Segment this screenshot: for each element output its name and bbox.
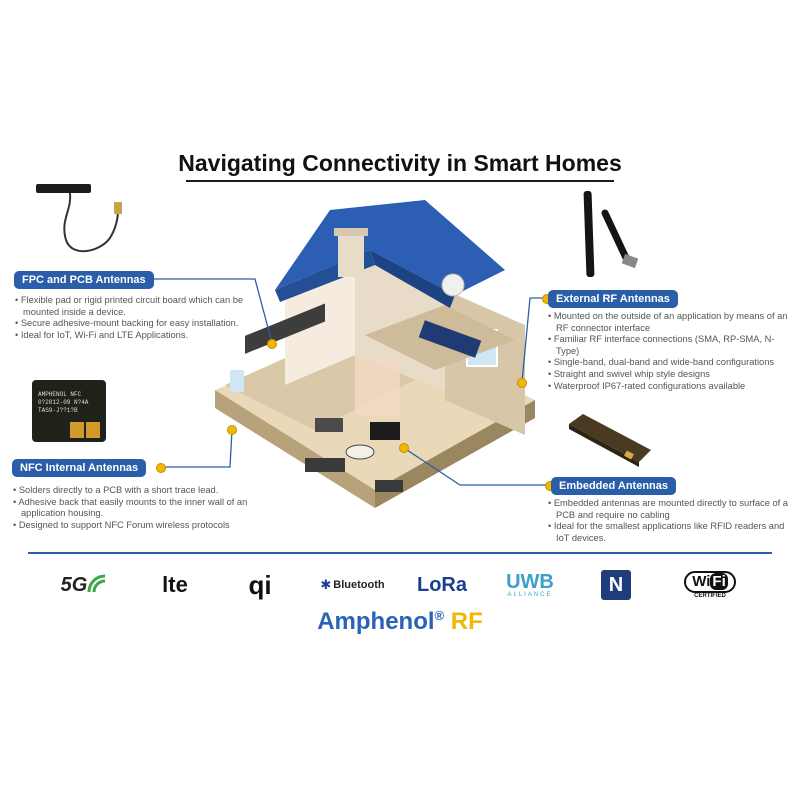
embedded-bullet-2: Ideal for the smallest applications like… <box>548 521 793 544</box>
fpc-target-dot <box>267 339 277 349</box>
embedded-label: Embedded Antennas <box>551 477 676 495</box>
fpc-bullet-1: Flexible pad or rigid printed circuit bo… <box>15 295 265 318</box>
fpc-bullets: Flexible pad or rigid printed circuit bo… <box>15 295 265 341</box>
external-bullets: Mounted on the outside of an application… <box>548 311 793 392</box>
external-bullet-1: Mounted on the outside of an application… <box>548 311 793 334</box>
wifi-logo-text: Wi <box>692 573 711 590</box>
nfc-mark-icon: N <box>601 570 631 600</box>
fpc-bullet-2: Secure adhesive-mount backing for easy i… <box>15 318 265 330</box>
embedded-antenna-image <box>569 414 651 467</box>
nfc-tag-text: AMPHENOL NFC 0?2012-09 N?4A TAS9-J??1?B <box>38 391 88 415</box>
fpc-label: FPC and PCB Antennas <box>14 271 154 289</box>
nfc-bullets: Solders directly to a PCB with a short t… <box>13 485 268 531</box>
nfc-target-dot <box>227 425 237 435</box>
5g-logo-text: 5G <box>60 573 88 596</box>
external-bullet-3: Single-band, dual-band and wide-band con… <box>548 357 793 369</box>
wifi-logo-subtext: CERTIFIED <box>694 593 726 599</box>
brand-registered-mark: ® <box>434 608 445 623</box>
fpc-bullet-3: Ideal for IoT, Wi-Fi and LTE Application… <box>15 330 265 342</box>
uwb-logo: UWB ALLIANCE <box>495 565 565 605</box>
title-underline <box>186 180 614 182</box>
nfc-tag-line-2: 0?2012-09 N?4A <box>38 399 89 406</box>
nfc-label: NFC Internal Antennas <box>12 459 147 477</box>
5g-waves-icon <box>87 574 106 593</box>
nfc-tag-image <box>32 380 106 442</box>
nfc-tag-line-1: AMPHENOL NFC <box>38 391 82 398</box>
bluetooth-logo-text: Bluetooth <box>333 579 385 591</box>
external-bullet-4: Straight and swivel whip style designs <box>548 369 793 381</box>
nfc-bullet-3: Designed to support NFC Forum wireless p… <box>13 520 268 532</box>
nfc-tag-line-3: TAS9-J??1?B <box>38 407 78 414</box>
nfc-bullet-2: Adhesive back that easily mounts to the … <box>13 497 268 520</box>
external-label: External RF Antennas <box>548 290 678 308</box>
5g-logo: 5G <box>55 565 115 605</box>
external-antenna-image <box>583 190 639 278</box>
qi-logo: qi <box>240 565 280 605</box>
embedded-target-dot <box>399 443 409 453</box>
bluetooth-logo: ✱ Bluetooth <box>315 565 390 605</box>
nfc-logo: N <box>598 565 634 605</box>
smart-home-illustration <box>215 200 535 508</box>
lora-logo-text: LoRa <box>417 573 467 596</box>
bottom-divider <box>28 552 772 554</box>
qi-logo-text: qi <box>248 569 272 600</box>
page-title: Navigating Connectivity in Smart Homes <box>178 150 622 176</box>
lte-logo-text: lte <box>162 572 188 597</box>
nfc-connector-dot <box>156 463 166 473</box>
lora-logo: LoRa <box>412 565 472 605</box>
embedded-bullet-1: Embedded antennas are mounted directly t… <box>548 498 793 521</box>
embedded-bullets: Embedded antennas are mounted directly t… <box>548 498 793 544</box>
brand-rf: RF <box>450 608 483 635</box>
wifi-logo-fi: Fi <box>710 573 728 590</box>
external-bullet-2: Familiar RF interface connections (SMA, … <box>548 334 793 357</box>
bluetooth-icon: ✱ <box>320 577 332 592</box>
uwb-logo-subtext: ALLIANCE <box>507 592 553 598</box>
external-bullet-5: Waterproof IP67-rated configurations ava… <box>548 381 793 393</box>
nfc-bullet-1: Solders directly to a PCB with a short t… <box>13 485 268 497</box>
brand-name: Amphenol <box>317 608 435 635</box>
external-target-dot <box>517 378 527 388</box>
uwb-logo-text: UWB <box>506 571 554 593</box>
amphenol-rf-logo: Amphenol® RF <box>0 608 800 636</box>
lte-logo: lte <box>150 565 200 605</box>
fpc-antenna-image <box>36 184 122 253</box>
